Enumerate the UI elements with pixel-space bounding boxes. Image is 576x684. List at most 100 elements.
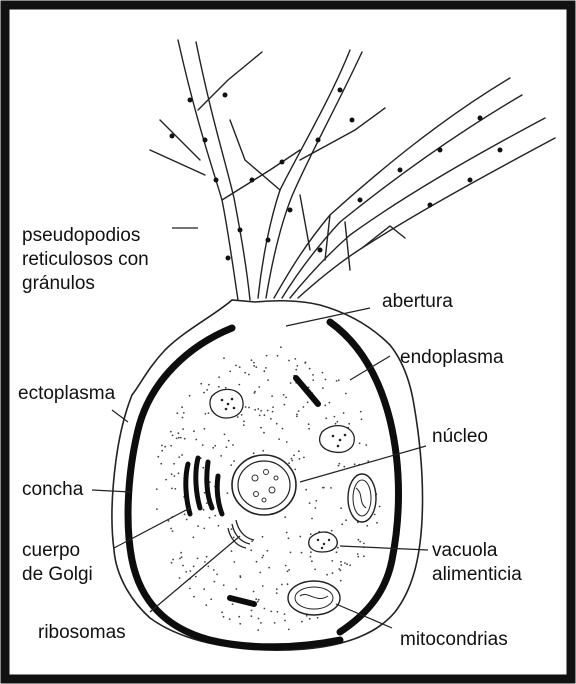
stipple-dot bbox=[340, 561, 342, 563]
stipple-dot bbox=[186, 519, 188, 521]
stipple-dot bbox=[359, 442, 361, 444]
stipple-dot bbox=[323, 487, 325, 489]
stipple-dot bbox=[340, 580, 342, 582]
stipple-dot bbox=[179, 577, 181, 579]
stipple-dot bbox=[307, 401, 309, 403]
stipple-dot bbox=[193, 566, 195, 568]
pseudopodia bbox=[150, 40, 555, 300]
stipple-dot bbox=[254, 409, 256, 411]
label-nucleo: núcleo bbox=[432, 426, 488, 447]
stipple-dot bbox=[161, 450, 163, 452]
stipple-dot bbox=[213, 569, 215, 571]
stipple-dot bbox=[170, 431, 172, 433]
stipple-dot bbox=[189, 570, 191, 572]
stipple-dot bbox=[253, 365, 255, 367]
stipple-dot bbox=[281, 584, 283, 586]
label-vacuola-1: vacuola bbox=[432, 540, 498, 561]
stipple-dot bbox=[276, 423, 278, 425]
stipple-dot bbox=[262, 450, 264, 452]
stipple-dot bbox=[343, 412, 345, 414]
stipple-dot bbox=[183, 412, 185, 414]
stipple-dot bbox=[160, 463, 162, 465]
stipple-dot bbox=[180, 437, 182, 439]
stipple-dot bbox=[223, 584, 225, 586]
stipple-dot bbox=[203, 528, 205, 530]
stipple-dot bbox=[258, 386, 260, 388]
stipple-dot bbox=[237, 416, 239, 418]
stipple-dot bbox=[172, 435, 174, 437]
stipple-dot bbox=[255, 598, 257, 600]
stipple-dot bbox=[310, 533, 312, 535]
stipple-dot bbox=[291, 458, 293, 460]
stipple-dot bbox=[233, 561, 235, 563]
stipple-dot bbox=[239, 575, 241, 577]
stipple-dot bbox=[193, 596, 195, 598]
stipple-dot bbox=[334, 416, 336, 418]
label-concha: concha bbox=[22, 479, 84, 500]
stipple-dot bbox=[337, 547, 339, 549]
stipple-dot bbox=[231, 528, 233, 530]
stipple-dot bbox=[235, 365, 237, 367]
label-cuerpo-1: cuerpo bbox=[22, 540, 80, 561]
stipple-dot bbox=[288, 629, 290, 631]
stipple-dot bbox=[290, 552, 292, 554]
stipple-dot bbox=[363, 543, 365, 545]
stipple-dot bbox=[286, 441, 288, 443]
stipple-dot bbox=[218, 376, 220, 378]
stipple-dot bbox=[284, 620, 286, 622]
stipple-dot bbox=[309, 502, 311, 504]
stipple-dot bbox=[182, 417, 184, 419]
stipple-dot bbox=[207, 566, 209, 568]
stipple-dot bbox=[311, 518, 313, 520]
stipple-dot bbox=[208, 384, 210, 386]
stipple-dot bbox=[349, 564, 351, 566]
stipple-dot bbox=[298, 450, 300, 452]
stipple-dot bbox=[301, 552, 303, 554]
stipple-dot bbox=[173, 463, 175, 465]
stipple-dot bbox=[170, 445, 172, 447]
stipple-dot bbox=[195, 576, 197, 578]
stipple-dot bbox=[233, 460, 235, 462]
stipple-dot bbox=[284, 404, 286, 406]
vacuole-top-left bbox=[210, 389, 243, 418]
stipple-dot bbox=[171, 562, 173, 564]
stipple-dot bbox=[254, 392, 256, 394]
stipple-dot bbox=[181, 406, 183, 408]
stipple-dot bbox=[298, 410, 300, 412]
stipple-dot bbox=[374, 514, 376, 516]
stipple-dot bbox=[210, 598, 212, 600]
stipple-dot bbox=[224, 434, 226, 436]
stipple-dot bbox=[238, 384, 240, 386]
stipple-dot bbox=[288, 569, 290, 571]
stipple-dot bbox=[270, 418, 272, 420]
stipple-dot bbox=[223, 357, 225, 359]
stipple-dot bbox=[251, 540, 253, 542]
stipple-dot bbox=[291, 460, 293, 462]
stipple-dot bbox=[282, 428, 284, 430]
stipple-dot bbox=[184, 438, 186, 440]
stipple-dot bbox=[305, 361, 307, 363]
stipple-dot bbox=[311, 560, 313, 562]
stipple-dot bbox=[322, 387, 324, 389]
stipple-dot bbox=[286, 532, 288, 534]
stipple-dot bbox=[205, 604, 207, 606]
stipple-dot bbox=[218, 525, 220, 527]
pseudopodia-granules bbox=[170, 88, 503, 261]
stipple-dot bbox=[189, 395, 191, 397]
stipple-dot bbox=[174, 488, 176, 490]
stipple-dot bbox=[308, 428, 310, 430]
stipple-dot bbox=[208, 412, 210, 414]
label-ribosomas: ribosomas bbox=[38, 622, 126, 643]
stipple-dot bbox=[221, 611, 223, 613]
stipple-dot bbox=[214, 581, 216, 583]
stipple-dot bbox=[205, 413, 207, 415]
vacuola-alimenticia bbox=[309, 532, 337, 552]
stipple-dot bbox=[308, 423, 310, 425]
stipple-dot bbox=[204, 428, 206, 430]
stipple-dot bbox=[296, 414, 298, 416]
stipple-dot bbox=[379, 506, 381, 508]
stipple-dot bbox=[176, 412, 178, 414]
stipple-dot bbox=[325, 417, 327, 419]
stipple-dot bbox=[285, 397, 287, 399]
stipple-dot bbox=[294, 358, 296, 360]
